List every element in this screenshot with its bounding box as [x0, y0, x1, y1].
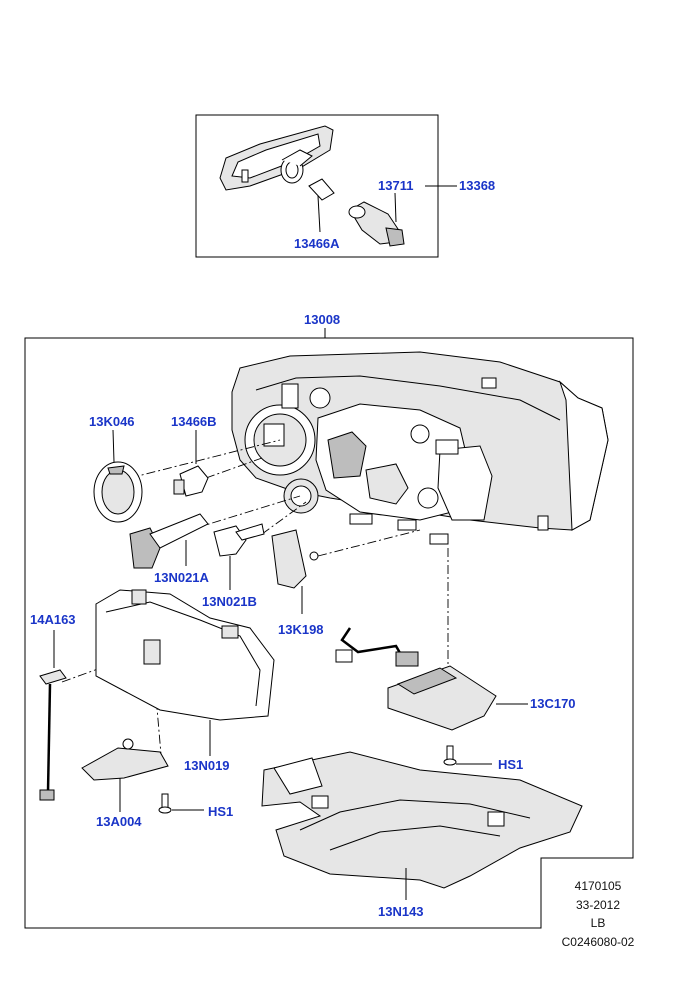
callout-13008: 13008 [304, 312, 340, 327]
callout-13N019: 13N019 [184, 758, 230, 773]
callout-13N021B: 13N021B [202, 594, 257, 609]
drawing-reference: 4170105 33-2012 LB C0246080-02 [562, 879, 635, 949]
callout-13K198: 13K198 [278, 622, 324, 637]
ref-number: 4170105 [575, 879, 622, 893]
wiring-harness [335, 627, 419, 667]
callout-13711: 13711 [378, 178, 413, 193]
screw-hs1-left [158, 793, 204, 814]
ref-drawing-id: C0246080-02 [562, 935, 635, 949]
callout-HS1-left: HS1 [208, 804, 233, 819]
leveling-connector [39, 630, 67, 801]
main-assembly-frame [24, 337, 634, 929]
callout-13C170: 13C170 [530, 696, 576, 711]
callout-13N021A: 13N021A [154, 570, 210, 585]
callout-13A004: 13A004 [96, 814, 142, 829]
rear-cover [95, 589, 275, 756]
ballast-module [387, 665, 528, 731]
side-repeater-inset: 13711 13466A [195, 114, 439, 258]
bulb-cover-cap [93, 429, 143, 523]
callout-13466B: 13466B [171, 414, 217, 429]
callout-13368: 13368 [459, 178, 495, 193]
screw-hs1-right [443, 745, 492, 766]
igniter-unit [271, 529, 319, 614]
callout-HS1-right: HS1 [498, 757, 523, 772]
callout-13466A: 13466A [294, 236, 340, 251]
callout-13N143: 13N143 [378, 904, 424, 919]
ref-code: LB [591, 916, 606, 930]
callout-14A163: 14A163 [30, 612, 76, 627]
callout-13K046: 13K046 [89, 414, 135, 429]
mounting-bracket [81, 738, 169, 812]
side-light-bulb [173, 430, 209, 497]
headlamp-housing [231, 351, 609, 545]
headlamp-bulb-b [213, 523, 265, 590]
headlamp-bulb-a [129, 513, 209, 569]
ref-date: 33-2012 [576, 898, 620, 912]
undertray-shield [261, 751, 583, 900]
